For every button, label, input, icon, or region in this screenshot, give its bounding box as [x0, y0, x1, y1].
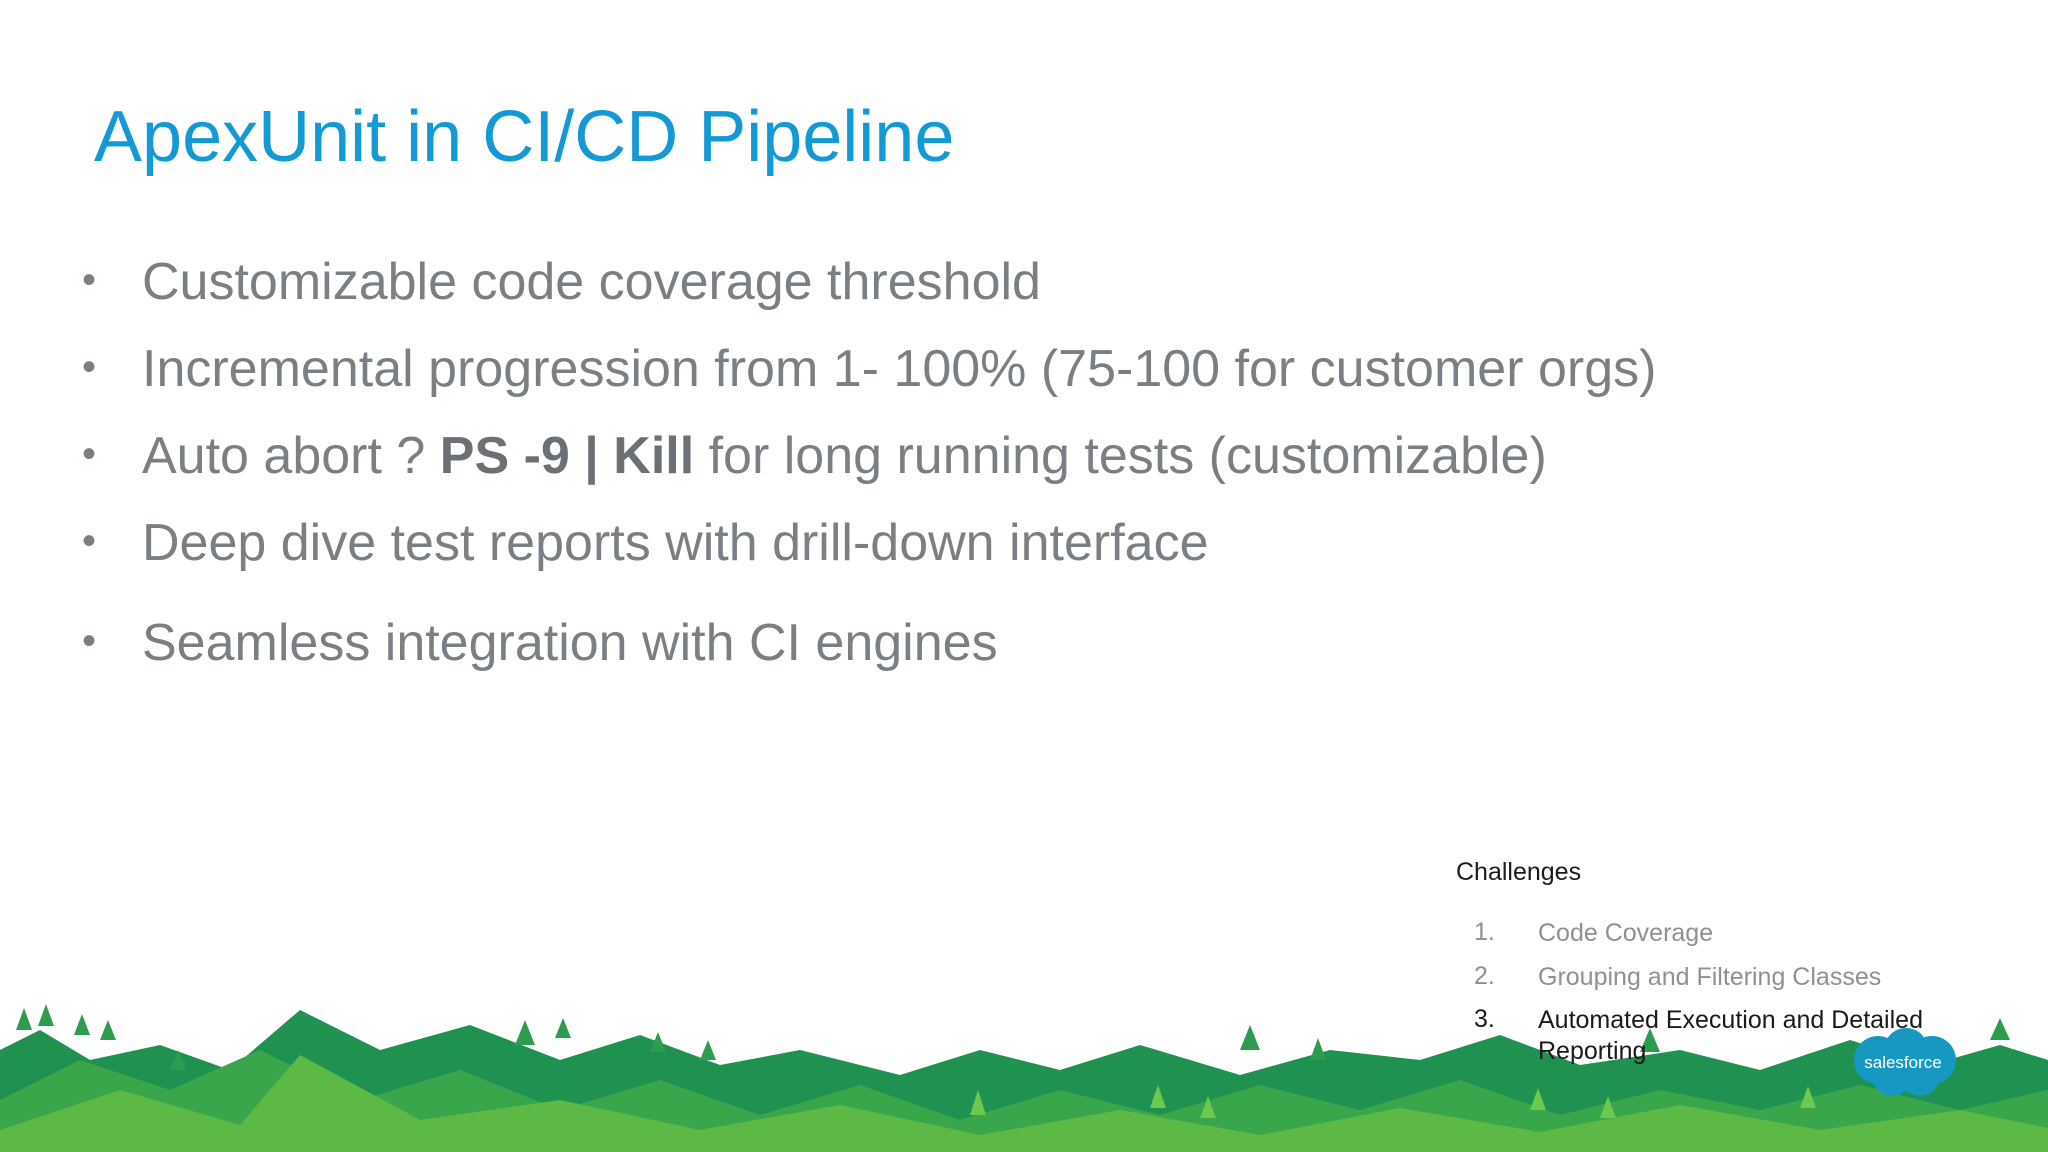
challenge-label: Code Coverage [1538, 919, 1714, 947]
bullet-text-bold: PS -9 | Kill [439, 427, 695, 485]
challenge-item: 2. Grouping and Filtering Classes [1474, 962, 1938, 993]
challenge-item: 1. Code Coverage [1474, 918, 1938, 949]
challenge-number: 1. [1474, 918, 1495, 946]
bullet-item: • Deep dive test reports with drill-down … [82, 513, 1208, 573]
bullet-text-pre: Auto abort ? [142, 427, 440, 485]
bullet-text-post: for long running tests (customizable) [694, 427, 1547, 485]
challenge-label: Grouping and Filtering Classes [1538, 963, 1882, 991]
bullet-item: • Incremental progression from 1- 100% (7… [82, 339, 1656, 399]
bullet-dot: • [82, 258, 97, 302]
bullet-dot: • [82, 619, 97, 663]
bullet-text: Deep dive test reports with drill-down i… [142, 514, 1209, 572]
slide-title: ApexUnit in CI/CD Pipeline [94, 97, 955, 177]
hills-illustration [0, 1004, 2048, 1152]
bullet-item: • Seamless integration with CI engines [82, 613, 998, 673]
bullet-dot: • [82, 432, 97, 476]
challenge-item-active: 3. Automated Execution and Detailed Repor… [1474, 1005, 1938, 1067]
bullet-dot: • [82, 345, 97, 389]
bullet-item: • Customizable code coverage threshold [82, 252, 1041, 312]
challenge-number: 3. [1474, 1005, 1495, 1033]
salesforce-logo: salesforce [1854, 1028, 1956, 1096]
bullet-item: • Auto abort ? PS -9 | Kill for long runn… [82, 426, 1547, 486]
challenge-number: 2. [1474, 962, 1495, 990]
bullet-dot: • [82, 519, 97, 563]
bullet-text: Customizable code coverage threshold [142, 253, 1041, 311]
bullet-text: Seamless integration with CI engines [142, 614, 998, 672]
logo-text: salesforce [1864, 1053, 1941, 1072]
challenges-heading: Challenges [1456, 858, 1582, 886]
challenge-label: Automated Execution and Detailed Reporti… [1538, 1006, 1923, 1065]
bullet-text: Incremental progression from 1- 100% (75… [142, 340, 1657, 398]
